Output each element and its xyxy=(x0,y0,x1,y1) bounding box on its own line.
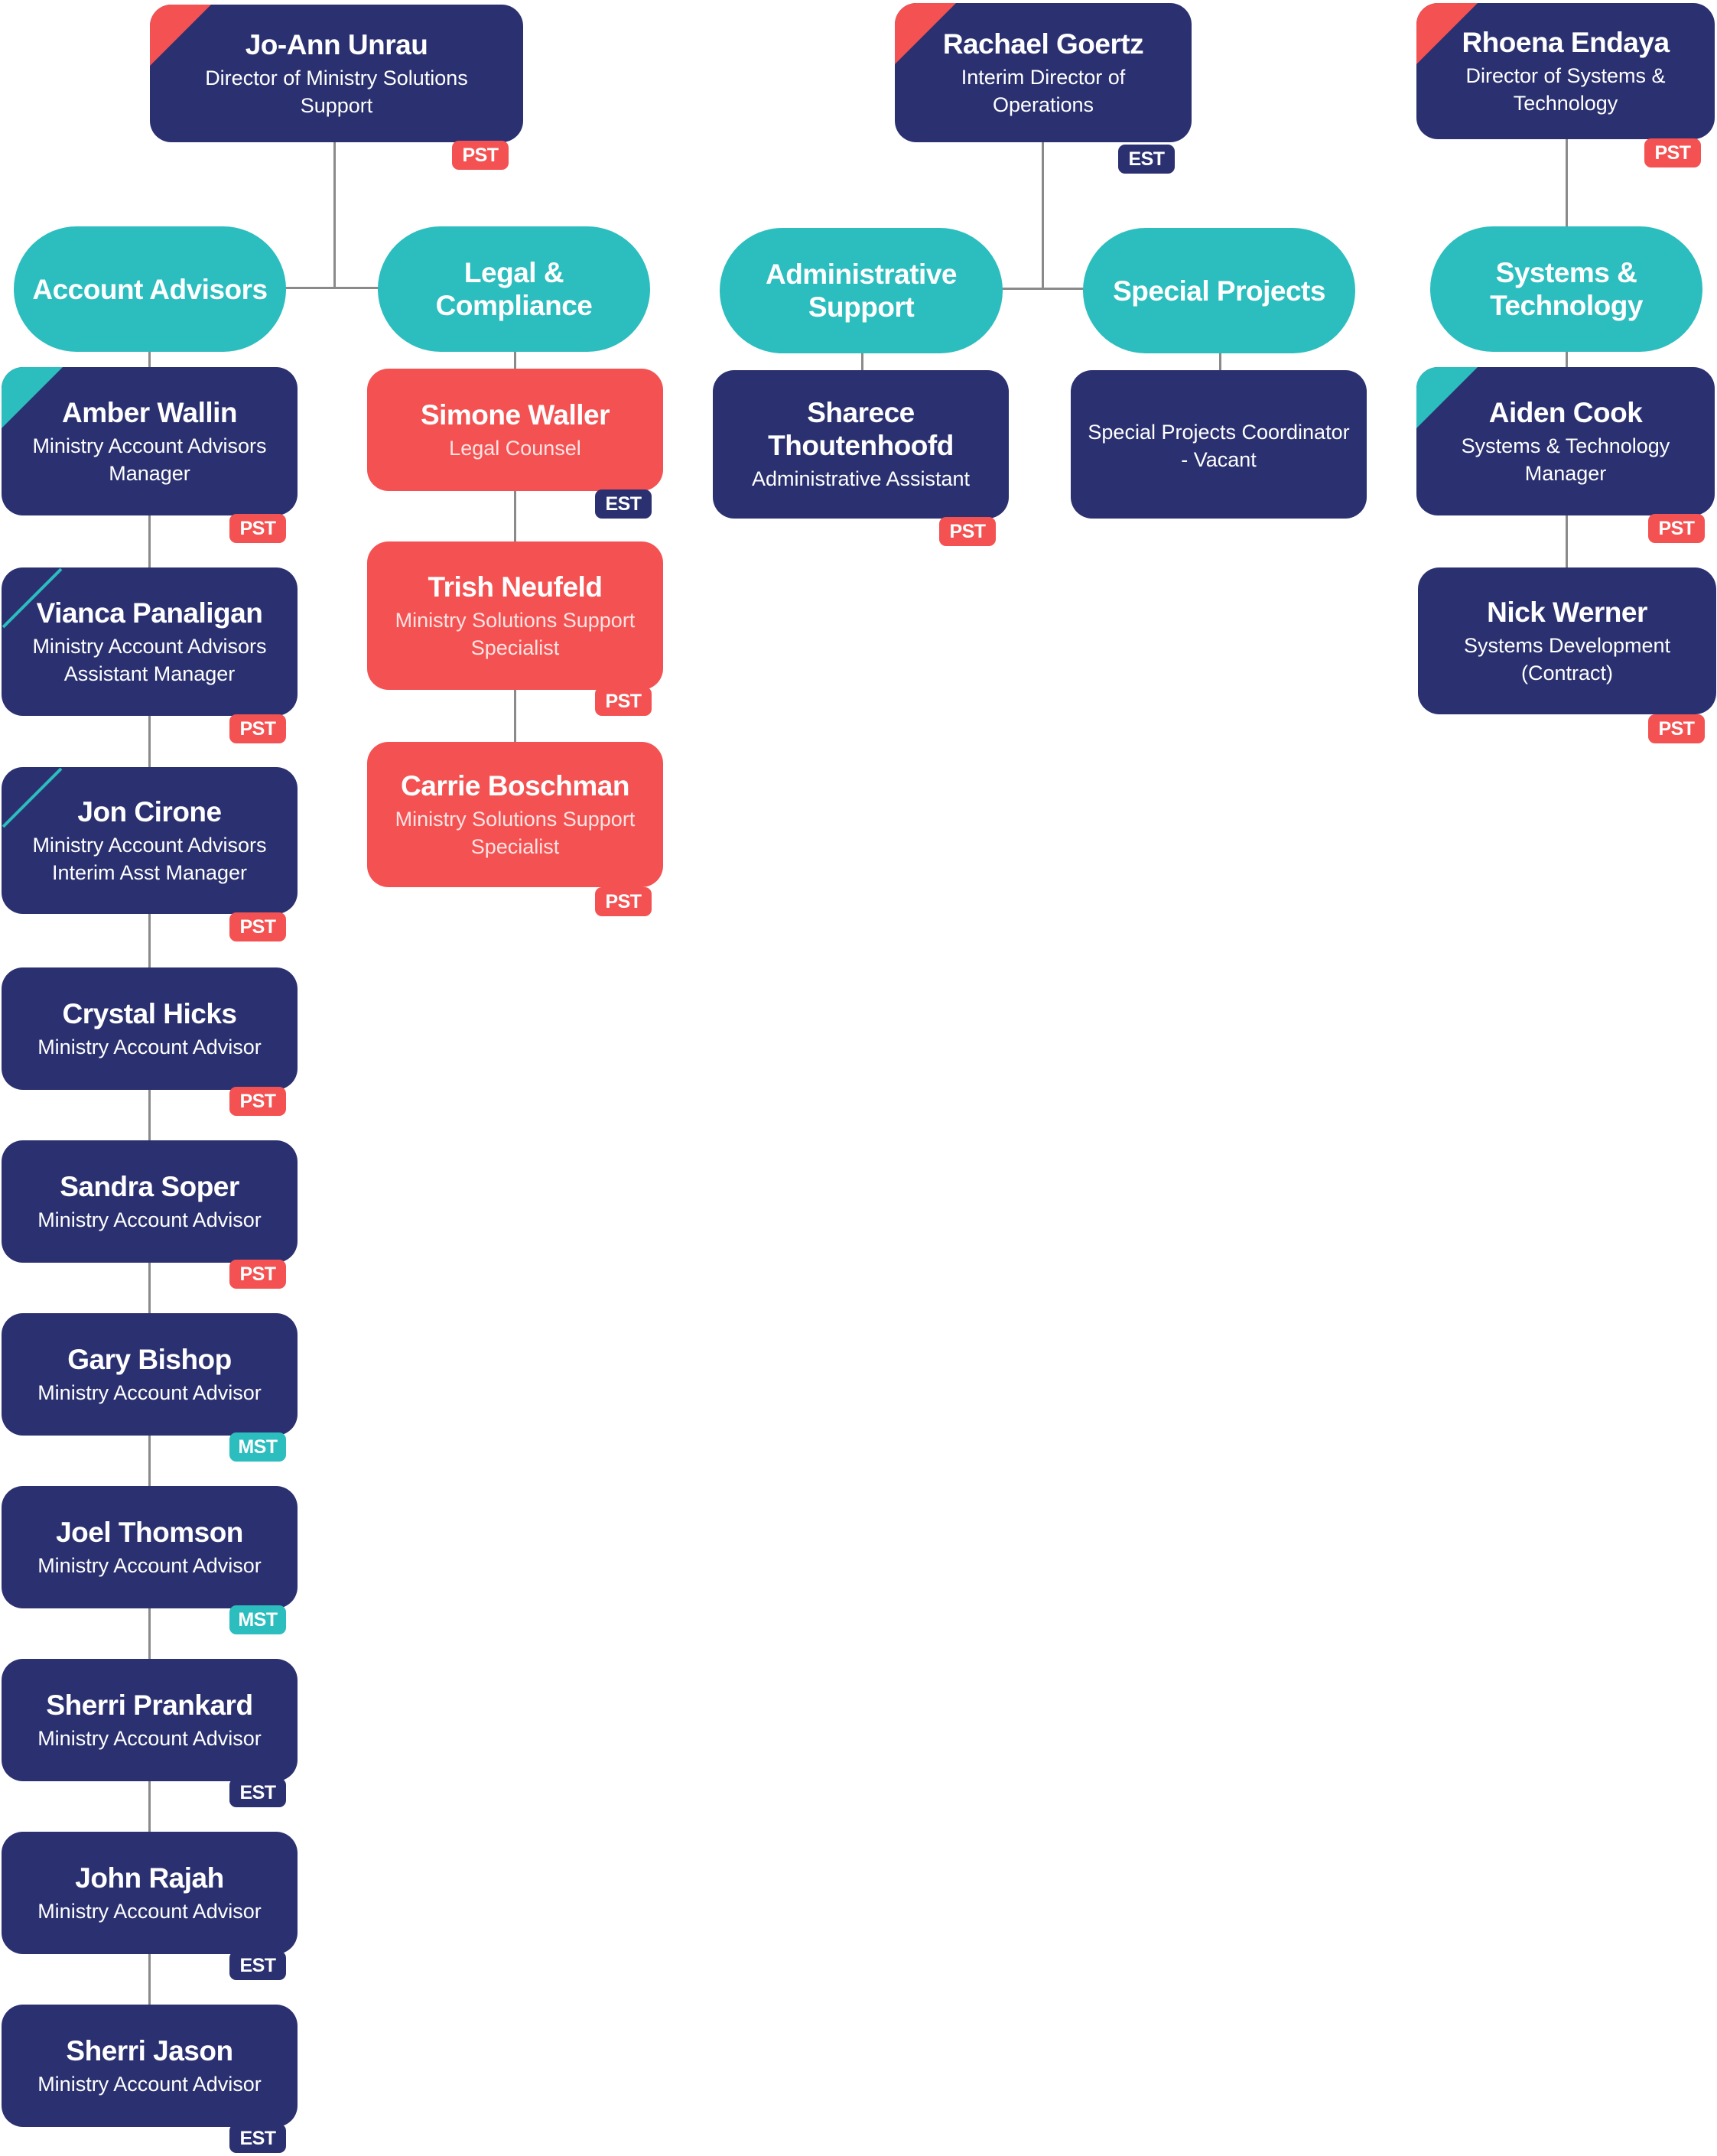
person-role: Ministry Account Advisor xyxy=(37,1208,262,1231)
person-role: Ministry Account Advisors Assistant Mana… xyxy=(32,634,267,685)
person-name: Rachael Goertz xyxy=(942,28,1144,60)
group-account-advisors[interactable]: Account Advisors xyxy=(14,226,286,352)
person-role: Administrative Assistant xyxy=(751,467,971,490)
staff-card-jon-cirone[interactable]: Jon Cirone Ministry Account Advisors Int… xyxy=(2,767,298,914)
person-name: Aiden Cook xyxy=(1488,396,1643,428)
person-role: Systems & Technology Manager xyxy=(1461,434,1670,485)
person-name: Gary Bishop xyxy=(67,1343,232,1375)
staff-card-trish-neufeld[interactable]: Trish Neufeld Ministry Solutions Support… xyxy=(367,541,663,690)
staff-card-gary-bishop[interactable]: Gary Bishop Ministry Account Advisor xyxy=(2,1313,298,1436)
timezone-badge: PST xyxy=(595,887,652,916)
person-name: Nick Werner xyxy=(1487,596,1647,628)
staff-card-vianca-panaligan[interactable]: Vianca Panaligan Ministry Account Adviso… xyxy=(2,567,298,716)
corner-flag-icon xyxy=(2,567,63,629)
timezone-badge: EST xyxy=(229,1778,286,1807)
person-name: Crystal Hicks xyxy=(62,997,237,1029)
corner-flag-icon xyxy=(895,3,956,64)
timezone-badge: PST xyxy=(229,1087,286,1116)
person-role: Legal Counsel xyxy=(449,436,581,460)
person-role: Interim Director of Operations xyxy=(961,65,1126,116)
timezone-badge: PST xyxy=(229,714,286,743)
person-role: Director of Ministry Solutions Support xyxy=(205,66,468,117)
person-name: Sandra Soper xyxy=(60,1170,239,1202)
timezone-badge: MST xyxy=(229,1605,286,1634)
person-name: Amber Wallin xyxy=(61,396,238,428)
connector-line xyxy=(1566,138,1568,227)
timezone-badge: PST xyxy=(1648,514,1705,543)
timezone-badge: PST xyxy=(229,1260,286,1289)
corner-flag-icon xyxy=(150,5,211,66)
staff-card-amber-wallin[interactable]: Amber Wallin Ministry Account Advisors M… xyxy=(2,367,298,515)
corner-flag-icon xyxy=(1416,367,1478,428)
group-systems-technology[interactable]: Systems & Technology xyxy=(1430,226,1702,352)
connector-line xyxy=(861,348,863,382)
person-role: Ministry Account Advisors Manager xyxy=(32,434,267,485)
staff-card-simone-waller[interactable]: Simone Waller Legal Counsel xyxy=(367,369,663,491)
timezone-badge: PST xyxy=(939,517,996,546)
person-name: Sherri Prankard xyxy=(46,1689,253,1721)
person-role: Ministry Account Advisor xyxy=(37,1726,262,1750)
person-role: Special Projects Coordinator - Vacant xyxy=(1088,421,1350,471)
staff-card-sherri-prankard[interactable]: Sherri Prankard Ministry Account Advisor xyxy=(2,1659,298,1781)
person-name: Sharece Thoutenhoofd xyxy=(768,397,954,461)
timezone-badge: PST xyxy=(1648,714,1705,743)
staff-card-sandra-soper[interactable]: Sandra Soper Ministry Account Advisor xyxy=(2,1140,298,1263)
group-administrative-support[interactable]: Administrative Support xyxy=(720,228,1003,353)
timezone-badge: PST xyxy=(229,912,286,941)
corner-flag-icon xyxy=(1416,3,1478,64)
person-name: Simone Waller xyxy=(420,398,610,431)
timezone-badge: PST xyxy=(595,687,652,716)
person-name: John Rajah xyxy=(75,1862,224,1894)
staff-card-sharece-thoutenhoofd[interactable]: Sharece Thoutenhoofd Administrative Assi… xyxy=(713,370,1009,519)
director-card-jo-ann-unrau[interactable]: Jo-Ann Unrau Director of Ministry Soluti… xyxy=(150,5,523,142)
person-name: Rhoena Endaya xyxy=(1462,26,1670,58)
timezone-badge: EST xyxy=(1118,145,1175,174)
staff-card-carrie-boschman[interactable]: Carrie Boschman Ministry Solutions Suppo… xyxy=(367,742,663,887)
timezone-badge: PST xyxy=(452,141,509,170)
timezone-badge: MST xyxy=(229,1432,286,1462)
person-role: Ministry Solutions Support Specialist xyxy=(395,608,636,659)
staff-card-joel-thomson[interactable]: Joel Thomson Ministry Account Advisor xyxy=(2,1486,298,1608)
person-role: Ministry Account Advisor xyxy=(37,2072,262,2096)
timezone-badge: EST xyxy=(229,2124,286,2153)
connector-line xyxy=(333,141,336,288)
person-role: Ministry Solutions Support Specialist xyxy=(395,807,636,858)
timezone-badge: PST xyxy=(1644,138,1701,167)
person-role: Director of Systems & Technology xyxy=(1465,63,1666,115)
connector-line xyxy=(1219,348,1221,382)
connector-line xyxy=(1000,288,1085,290)
connector-line xyxy=(285,287,379,289)
timezone-badge: EST xyxy=(595,489,652,519)
person-role: Ministry Account Advisor xyxy=(37,1035,262,1058)
connector-line xyxy=(1042,141,1044,288)
person-role: Ministry Account Advisors Interim Asst M… xyxy=(32,833,267,884)
person-name: Vianca Panaligan xyxy=(36,597,263,629)
director-card-rachael-goertz[interactable]: Rachael Goertz Interim Director of Opera… xyxy=(895,3,1192,142)
person-name: Jon Cirone xyxy=(77,795,222,828)
person-name: Jo-Ann Unrau xyxy=(245,28,428,60)
staff-card-aiden-cook[interactable]: Aiden Cook Systems & Technology Manager xyxy=(1416,367,1715,515)
person-role: Ministry Account Advisor xyxy=(37,1899,262,1923)
timezone-badge: PST xyxy=(229,514,286,543)
person-role: Systems Development (Contract) xyxy=(1463,633,1671,685)
timezone-badge: EST xyxy=(229,1951,286,1980)
person-name: Sherri Jason xyxy=(66,2034,233,2067)
corner-flag-icon xyxy=(2,767,63,828)
person-name: Joel Thomson xyxy=(56,1516,243,1548)
staff-card-crystal-hicks[interactable]: Crystal Hicks Ministry Account Advisor xyxy=(2,967,298,1090)
person-name: Trish Neufeld xyxy=(428,571,603,603)
staff-card-john-rajah[interactable]: John Rajah Ministry Account Advisor xyxy=(2,1832,298,1954)
person-role: Ministry Account Advisor xyxy=(37,1553,262,1577)
corner-flag-icon xyxy=(2,367,63,428)
director-card-rhoena-endaya[interactable]: Rhoena Endaya Director of Systems & Tech… xyxy=(1416,3,1715,139)
person-role: Ministry Account Advisor xyxy=(37,1380,262,1404)
staff-card-special-projects-vacant[interactable]: Special Projects Coordinator - Vacant xyxy=(1071,370,1367,519)
group-legal-compliance[interactable]: Legal & Compliance xyxy=(378,226,650,352)
person-name: Carrie Boschman xyxy=(401,769,629,802)
staff-card-nick-werner[interactable]: Nick Werner Systems Development (Contrac… xyxy=(1418,567,1716,714)
group-special-projects[interactable]: Special Projects xyxy=(1083,228,1355,353)
staff-card-sherri-jason[interactable]: Sherri Jason Ministry Account Advisor xyxy=(2,2005,298,2127)
